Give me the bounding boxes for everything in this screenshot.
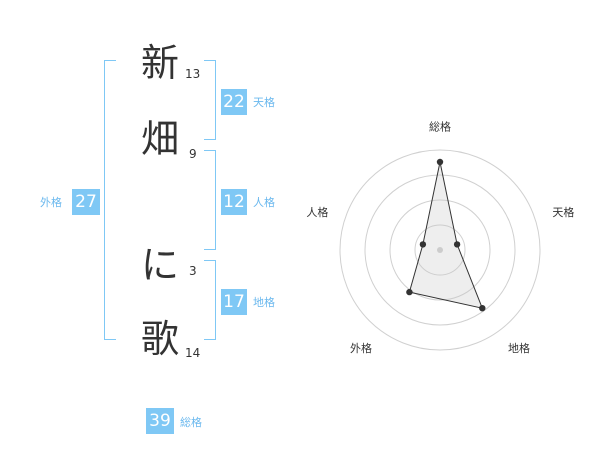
radar-point bbox=[406, 288, 413, 296]
gaikaku-label: 外格 bbox=[40, 196, 62, 209]
soukaku-label: 総格 bbox=[180, 416, 202, 429]
name-char-1: 新 bbox=[141, 41, 180, 85]
stroke-count-2: 9 bbox=[189, 147, 197, 161]
radar-series-area bbox=[408, 161, 484, 309]
radar-point bbox=[419, 241, 427, 248]
gaikaku-value: 27 bbox=[72, 189, 100, 215]
stroke-count-1: 13 bbox=[185, 67, 201, 81]
name-char-2: 畑 bbox=[141, 117, 180, 161]
chikaku-label: 地格 bbox=[253, 296, 275, 309]
radar-point bbox=[436, 158, 444, 166]
chikaku-bracket bbox=[204, 260, 216, 340]
radar-ring bbox=[389, 199, 491, 301]
jinkaku-value: 12 bbox=[221, 189, 247, 215]
radar-axis-label: 人格 bbox=[306, 205, 328, 219]
tenkaku-label: 天格 bbox=[253, 96, 275, 109]
radar-ring bbox=[364, 174, 516, 326]
soukaku-value: 39 bbox=[146, 408, 174, 434]
radar-data bbox=[406, 158, 486, 312]
radar-axis-label: 総格 bbox=[429, 119, 451, 133]
tenkaku-bracket bbox=[204, 60, 216, 140]
radar-point bbox=[479, 305, 486, 312]
stroke-count-3: 3 bbox=[189, 264, 197, 278]
name-char-4: 歌 bbox=[141, 317, 180, 361]
chikaku-value: 17 bbox=[221, 289, 247, 315]
radar-axis-label: 天格 bbox=[552, 205, 574, 219]
radar-point bbox=[453, 241, 461, 248]
radar-center bbox=[437, 247, 443, 253]
name-char-3: に bbox=[141, 243, 180, 287]
radar-grid bbox=[339, 149, 541, 351]
gaikaku-bracket bbox=[104, 60, 116, 340]
jinkaku-bracket bbox=[204, 150, 216, 250]
radar-ring bbox=[414, 224, 466, 276]
stroke-count-4: 14 bbox=[185, 346, 201, 360]
tenkaku-value: 22 bbox=[221, 89, 247, 115]
radar-axis-label: 外格 bbox=[350, 341, 372, 355]
radar-axis-label: 地格 bbox=[508, 341, 530, 355]
jinkaku-label: 人格 bbox=[253, 196, 275, 209]
radar-ring bbox=[339, 149, 541, 351]
